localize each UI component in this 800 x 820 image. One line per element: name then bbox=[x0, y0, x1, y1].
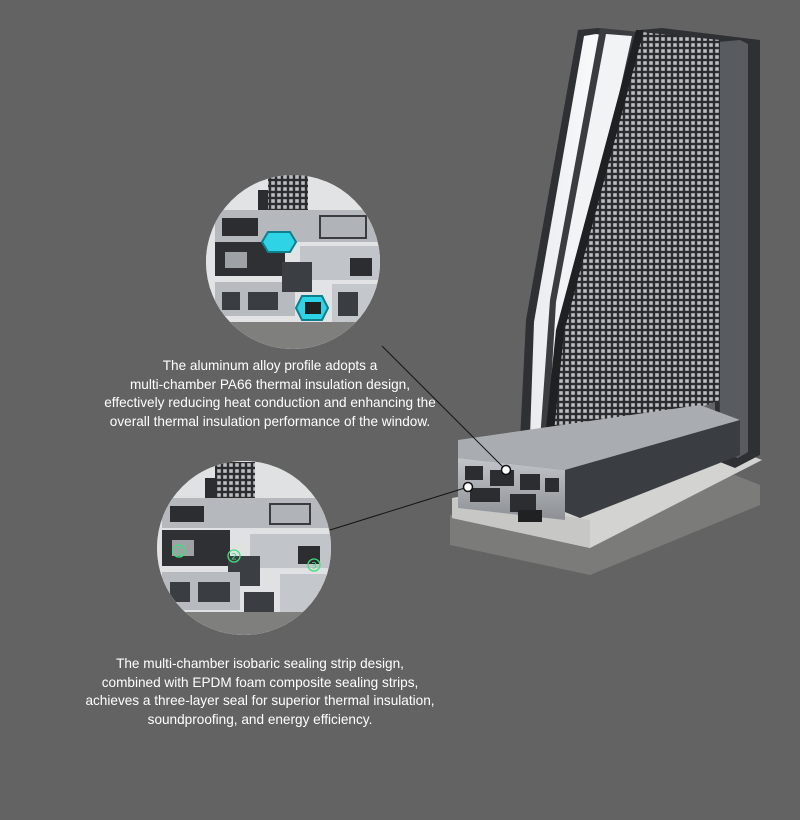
insect-screen bbox=[548, 32, 720, 460]
caption-line: multi-chamber PA66 thermal insulation de… bbox=[129, 376, 411, 392]
zoom-circle-thermal-break bbox=[206, 175, 380, 349]
caption-line: The multi-chamber isobaric sealing strip… bbox=[116, 656, 404, 671]
bottom-frame-top bbox=[458, 405, 740, 470]
caption-sealing-strips: The multi-chamber isobaric sealing strip… bbox=[40, 655, 480, 729]
bottom-frame-profile-section bbox=[458, 458, 565, 520]
anchor-dot-2 bbox=[462, 481, 474, 493]
anchor-dot-1 bbox=[500, 464, 512, 476]
vertical-frame-inner bbox=[718, 40, 748, 458]
seal-marker-3: ③ 3 bbox=[307, 558, 321, 572]
caption-thermal-insulation: The aluminum alloy profile adopts a mult… bbox=[60, 357, 480, 431]
leader-line-2 bbox=[329, 486, 469, 531]
caption-line: soundproofing, and energy efficiency. bbox=[147, 711, 373, 727]
seal-marker-2: ② 2 bbox=[227, 549, 241, 563]
svg-text:1: 1 bbox=[176, 548, 182, 558]
zoom-circle-seals: ① 1 ② 2 ③ 3 bbox=[157, 461, 331, 635]
caption-line: The aluminum alloy profile adopts a bbox=[162, 358, 378, 373]
bottom-frame-body bbox=[565, 420, 740, 518]
seal-marker-1: ① 1 bbox=[172, 544, 186, 558]
svg-text:2: 2 bbox=[231, 553, 237, 563]
window-corner-cutaway bbox=[450, 28, 762, 575]
leader-line-1 bbox=[381, 345, 507, 471]
caption-line: effectively reducing heat conduction and… bbox=[104, 395, 436, 410]
caption-line: combined with EPDM foam composite sealin… bbox=[101, 674, 419, 690]
caption-line: achieves a three-layer seal for superior… bbox=[85, 693, 435, 708]
pa66-strip-upper bbox=[260, 231, 298, 253]
svg-text:3: 3 bbox=[311, 562, 317, 572]
caption-line: overall thermal insulation performance o… bbox=[109, 413, 431, 429]
insect-screen-edge bbox=[544, 30, 644, 452]
profile-insulation-strip bbox=[518, 510, 542, 522]
